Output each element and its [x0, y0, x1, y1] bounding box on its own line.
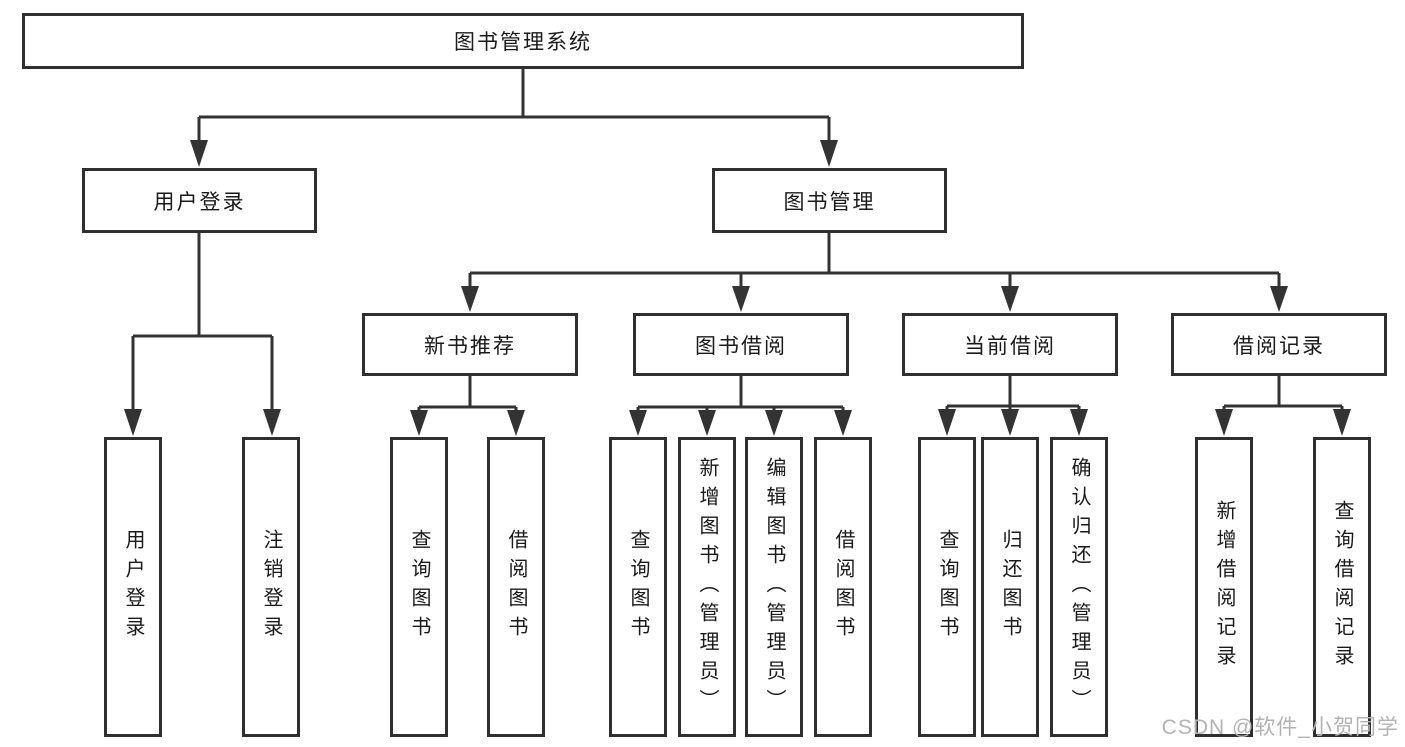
node-new-book-recommend: 新书推荐: [362, 313, 578, 376]
leaf-label: 查询图书: [408, 529, 430, 645]
leaf-query-books-borrow: 查询图书: [609, 437, 667, 737]
leaf-label: 新增图书（管理员）: [696, 456, 718, 718]
leaf-add-books-admin: 新增图书（管理员）: [678, 437, 736, 737]
node-current-borrow: 当前借阅: [902, 313, 1118, 376]
leaf-label: 注销登录: [260, 529, 282, 645]
leaf-label: 借阅图书: [505, 529, 527, 645]
leaf-label: 归还图书: [999, 529, 1021, 645]
leaf-label: 查询图书: [936, 529, 958, 645]
leaf-confirm-return-admin: 确认归还（管理员）: [1050, 437, 1108, 737]
leaf-edit-books-admin: 编辑图书（管理员）: [745, 437, 803, 737]
leaf-query-borrow-record: 查询借阅记录: [1313, 437, 1371, 737]
leaf-label: 用户登录: [122, 529, 144, 645]
leaf-label: 查询图书: [627, 529, 649, 645]
watermark: CSDN @软件_小贺同学: [1161, 716, 1399, 739]
leaf-query-books-current: 查询图书: [918, 437, 976, 737]
leaf-add-borrow-record: 新增借阅记录: [1195, 437, 1253, 737]
leaf-borrow-books: 借阅图书: [814, 437, 872, 737]
leaf-query-books-recommend: 查询图书: [390, 437, 448, 737]
node-book-borrow: 图书借阅: [633, 313, 849, 376]
node-user-login: 用户登录: [82, 168, 317, 233]
leaf-label: 查询借阅记录: [1331, 500, 1353, 674]
leaf-logout: 注销登录: [242, 437, 300, 737]
leaf-label: 借阅图书: [832, 529, 854, 645]
leaf-user-login: 用户登录: [104, 437, 162, 737]
node-borrow-records: 借阅记录: [1171, 313, 1387, 376]
node-book-management: 图书管理: [712, 168, 947, 233]
leaf-borrow-books-recommend: 借阅图书: [487, 437, 545, 737]
leaf-return-books: 归还图书: [981, 437, 1039, 737]
leaf-label: 新增借阅记录: [1213, 500, 1235, 674]
leaf-label: 确认归还（管理员）: [1068, 456, 1090, 718]
leaf-label: 编辑图书（管理员）: [763, 456, 785, 718]
node-root: 图书管理系统: [22, 13, 1024, 69]
